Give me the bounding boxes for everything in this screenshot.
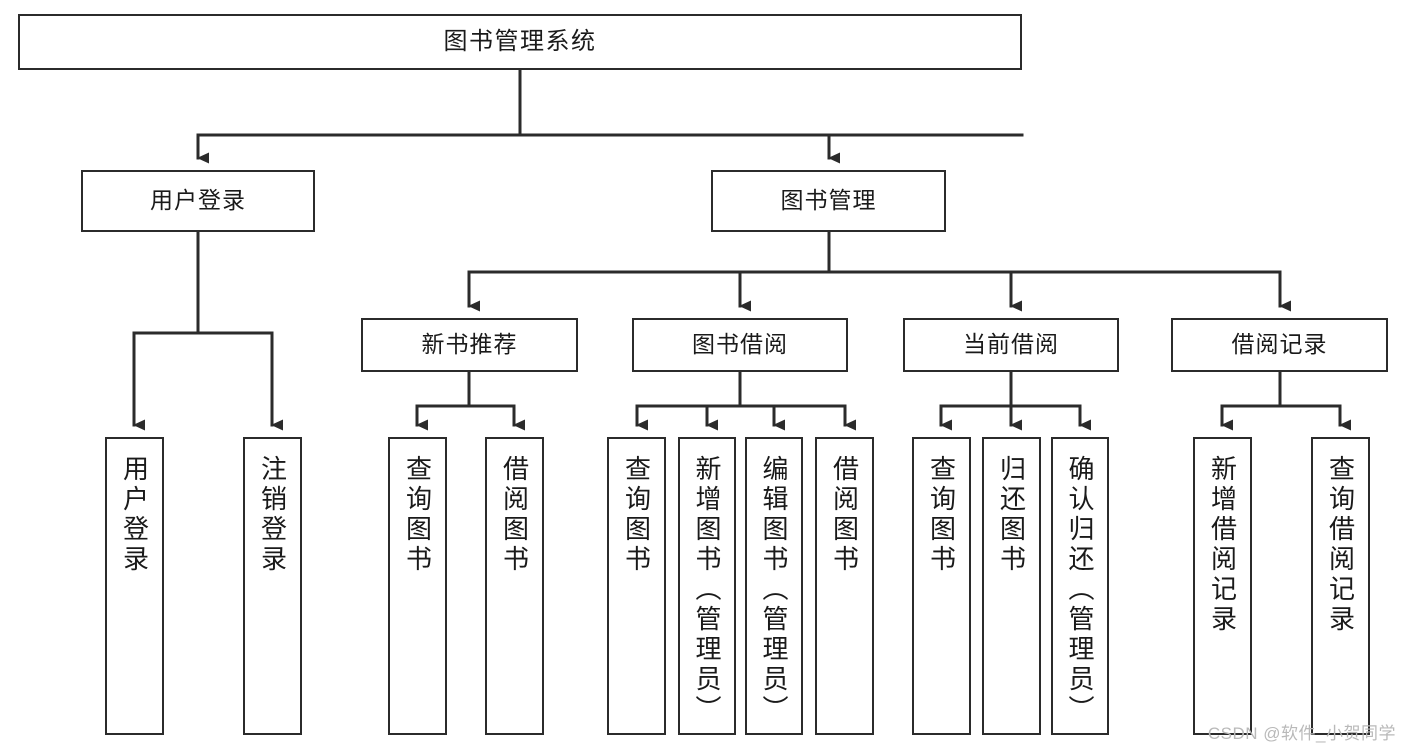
node-book-borrow[interactable]: 图书借阅 — [632, 318, 848, 372]
leaf-current-borrow-return[interactable]: 归还图书 — [982, 437, 1041, 735]
leaf-book-borrow-add[interactable]: 新增图书（管理员） — [678, 437, 736, 735]
node-label: 归还图书 — [996, 455, 1027, 575]
node-label: 借阅图书 — [499, 455, 530, 575]
node-label: 借阅记录 — [1231, 331, 1328, 358]
node-root-library-system[interactable]: 图书管理系统 — [18, 14, 1022, 70]
node-new-book-recommend[interactable]: 新书推荐 — [361, 318, 578, 372]
leaf-book-borrow-edit[interactable]: 编辑图书（管理员） — [745, 437, 803, 735]
leaf-borrow-record-query[interactable]: 查询借阅记录 — [1311, 437, 1370, 735]
node-label: 注销登录 — [257, 455, 288, 575]
leaf-user-login-logout[interactable]: 注销登录 — [243, 437, 302, 735]
leaf-new-book-query[interactable]: 查询图书 — [388, 437, 447, 735]
node-label: 借阅图书 — [829, 455, 860, 575]
node-label: 图书管理系统 — [443, 27, 597, 55]
node-label: 查询借阅记录 — [1325, 455, 1356, 635]
node-label: 查询图书 — [926, 455, 957, 575]
leaf-user-login-login[interactable]: 用户登录 — [105, 437, 164, 735]
node-current-borrow[interactable]: 当前借阅 — [903, 318, 1119, 372]
csdn-watermark: CSDN @软件_小贺同学 — [1207, 724, 1396, 743]
node-label: 确认归还（管理员） — [1065, 455, 1095, 725]
leaf-new-book-borrow[interactable]: 借阅图书 — [485, 437, 544, 735]
leaf-book-borrow-query[interactable]: 查询图书 — [607, 437, 666, 735]
node-label: 用户登录 — [150, 187, 246, 214]
node-label: 新书推荐 — [421, 331, 518, 358]
node-label: 图书借阅 — [692, 331, 788, 358]
node-label: 新增借阅记录 — [1207, 455, 1238, 635]
leaf-book-borrow-borrow[interactable]: 借阅图书 — [815, 437, 874, 735]
node-label: 新增图书（管理员） — [692, 455, 722, 725]
node-borrow-record[interactable]: 借阅记录 — [1171, 318, 1388, 372]
node-user-login[interactable]: 用户登录 — [81, 170, 315, 232]
leaf-current-borrow-confirm-return[interactable]: 确认归还（管理员） — [1051, 437, 1109, 735]
node-book-management[interactable]: 图书管理 — [711, 170, 946, 232]
node-label: 当前借阅 — [963, 331, 1059, 358]
node-label: 编辑图书（管理员） — [759, 455, 789, 725]
node-label: 图书管理 — [780, 187, 877, 214]
node-label: 用户登录 — [119, 455, 150, 575]
leaf-current-borrow-query[interactable]: 查询图书 — [912, 437, 971, 735]
node-label: 查询图书 — [402, 455, 433, 575]
leaf-borrow-record-add[interactable]: 新增借阅记录 — [1193, 437, 1252, 735]
node-label: 查询图书 — [621, 455, 652, 575]
